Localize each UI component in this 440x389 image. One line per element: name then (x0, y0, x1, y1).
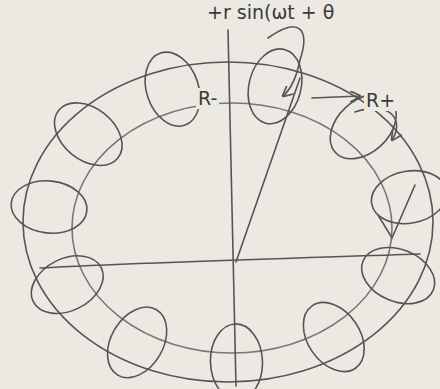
radius-label: R- (196, 88, 219, 109)
coil-loop (42, 90, 134, 178)
coil-loop (95, 296, 179, 388)
radius-label: R+ (364, 90, 397, 111)
coil-loops (8, 43, 440, 389)
coil-loop (8, 177, 89, 237)
coil-loop (318, 82, 409, 172)
coil-loop (353, 237, 440, 314)
coil-loop (367, 165, 440, 230)
axis-lines (40, 30, 420, 386)
coil-loop (22, 244, 113, 325)
coil-loop (291, 291, 377, 383)
coil-loop (240, 43, 309, 130)
formula-label: +r sin(ωt + θ (205, 2, 336, 23)
arrows (268, 27, 415, 238)
outer-ring (23, 62, 433, 382)
